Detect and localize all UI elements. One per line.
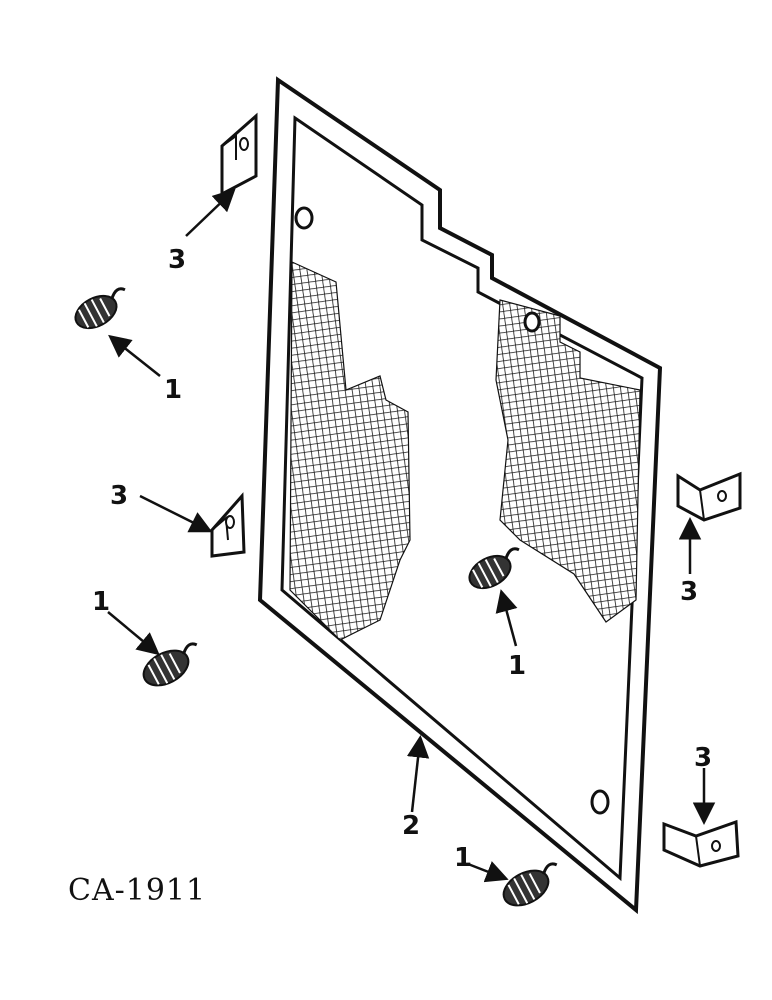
- spring-clip-center: [468, 547, 520, 590]
- leader-arrow: [406, 735, 430, 813]
- figure-caption: CA-1911: [68, 873, 206, 908]
- mounting-bracket-middle-left: [210, 492, 246, 558]
- leader-arrow: [139, 494, 213, 533]
- callout-label: 1: [92, 587, 110, 617]
- callout-label: 1: [454, 843, 472, 873]
- mounting-hole-top-right: [523, 311, 541, 333]
- callout-label: 2: [402, 811, 420, 841]
- mounting-hole-bottom-right: [590, 789, 610, 815]
- leader-arrow: [108, 334, 161, 377]
- callout-label: 1: [164, 375, 182, 405]
- leader-arrow: [467, 861, 509, 883]
- spring-clip-upper-left: [74, 287, 126, 330]
- leader-arrow: [495, 589, 518, 647]
- callout-label: 3: [694, 743, 712, 773]
- mesh-region-right: [495, 299, 641, 623]
- callout-label: 1: [508, 651, 526, 681]
- mounting-bracket-top-left: [220, 112, 258, 197]
- leader-arrows: [107, 188, 716, 883]
- spring-clip-bottom: [502, 862, 558, 907]
- mounting-hole-top-left: [294, 206, 314, 230]
- mesh-region-left: [289, 261, 411, 641]
- mounting-bracket-right: [676, 471, 742, 522]
- callout-label: 3: [168, 245, 186, 275]
- callout-label: 3: [110, 481, 128, 511]
- leader-arrow: [185, 188, 236, 237]
- leader-arrow: [107, 611, 160, 656]
- screen-panel: [257, 76, 663, 915]
- mounting-bracket-bottom-right: [662, 819, 740, 868]
- callout-label: 3: [680, 577, 698, 607]
